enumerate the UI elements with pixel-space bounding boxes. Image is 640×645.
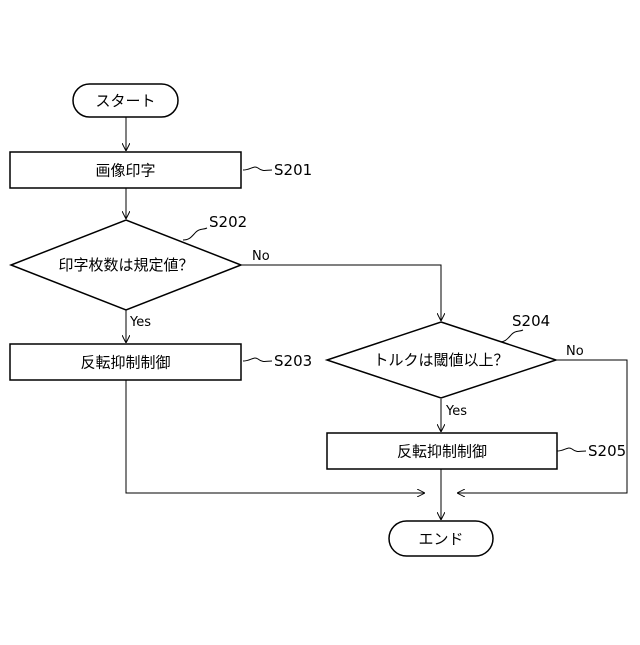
step-label-s201: S201 [274, 161, 312, 179]
step-label-s202: S202 [209, 213, 247, 231]
end-terminal: エンド [389, 521, 493, 556]
start-terminal: スタート [73, 84, 178, 117]
arrow-dec1-no [241, 265, 441, 321]
leader-s204 [499, 330, 523, 342]
decision2-label: トルクは閾値以上？ [373, 351, 508, 369]
branch-label-yes-2: Yes [445, 404, 467, 419]
leader-s205 [557, 448, 586, 451]
decision-print-count: 印字枚数は規定値？ [11, 220, 241, 310]
step-label-s204: S204 [512, 312, 550, 330]
branch-label-no-1: No [252, 249, 270, 264]
step-label-s203: S203 [274, 352, 312, 370]
decision-torque: トルクは閾値以上？ [327, 322, 556, 398]
branch-label-yes-1: Yes [129, 315, 151, 330]
leader-s201 [243, 167, 272, 170]
step-label-s205: S205 [588, 442, 626, 460]
start-label: スタート [95, 92, 155, 110]
inversion-control-2: 反転抑制制御 [327, 433, 557, 469]
leader-s203 [243, 358, 272, 361]
inversion1-label: 反転抑制制御 [80, 354, 170, 372]
print-process: 画像印字 [10, 152, 241, 188]
end-label: エンド [418, 530, 463, 548]
inversion2-label: 反転抑制制御 [397, 443, 487, 461]
branch-label-no-2: No [566, 344, 584, 359]
leader-s202 [183, 228, 207, 240]
inversion-control-1: 反転抑制制御 [10, 344, 241, 380]
print-label: 画像印字 [95, 162, 155, 180]
decision1-label: 印字枚数は規定値？ [58, 256, 193, 274]
